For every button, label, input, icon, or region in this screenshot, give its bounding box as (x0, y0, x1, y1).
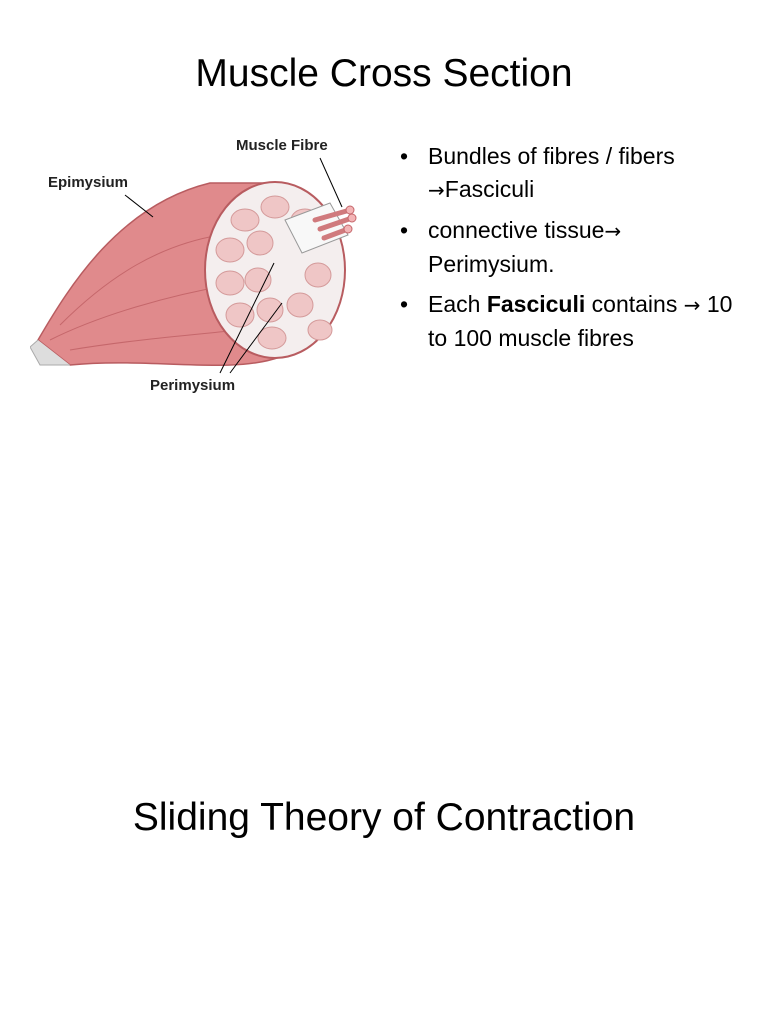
arrow-icon: → (683, 293, 701, 317)
label-muscle-fibre: Muscle Fibre (236, 137, 328, 154)
bullet-item: Each Fasciculi contains → 10 to 100 musc… (398, 288, 748, 355)
bullet-item: Bundles of fibres / fibers →Fasciculi (398, 140, 748, 207)
slide-title: Muscle Cross Section (195, 52, 573, 95)
label-epimysium: Epimysium (48, 174, 128, 191)
slide-title: Sliding Theory of Contraction (132, 796, 636, 839)
bullet-list: Bundles of fibres / fibers →Fasciculi co… (398, 140, 748, 362)
bullet-item: connective tissue→ Perimysium. (398, 214, 748, 281)
arrow-icon: → (604, 219, 622, 243)
muscle-cross-section-diagram: Muscle Fibre Epimysium Perimysium (30, 125, 380, 405)
label-perimysium: Perimysium (150, 377, 235, 394)
arrow-icon: → (428, 178, 445, 202)
